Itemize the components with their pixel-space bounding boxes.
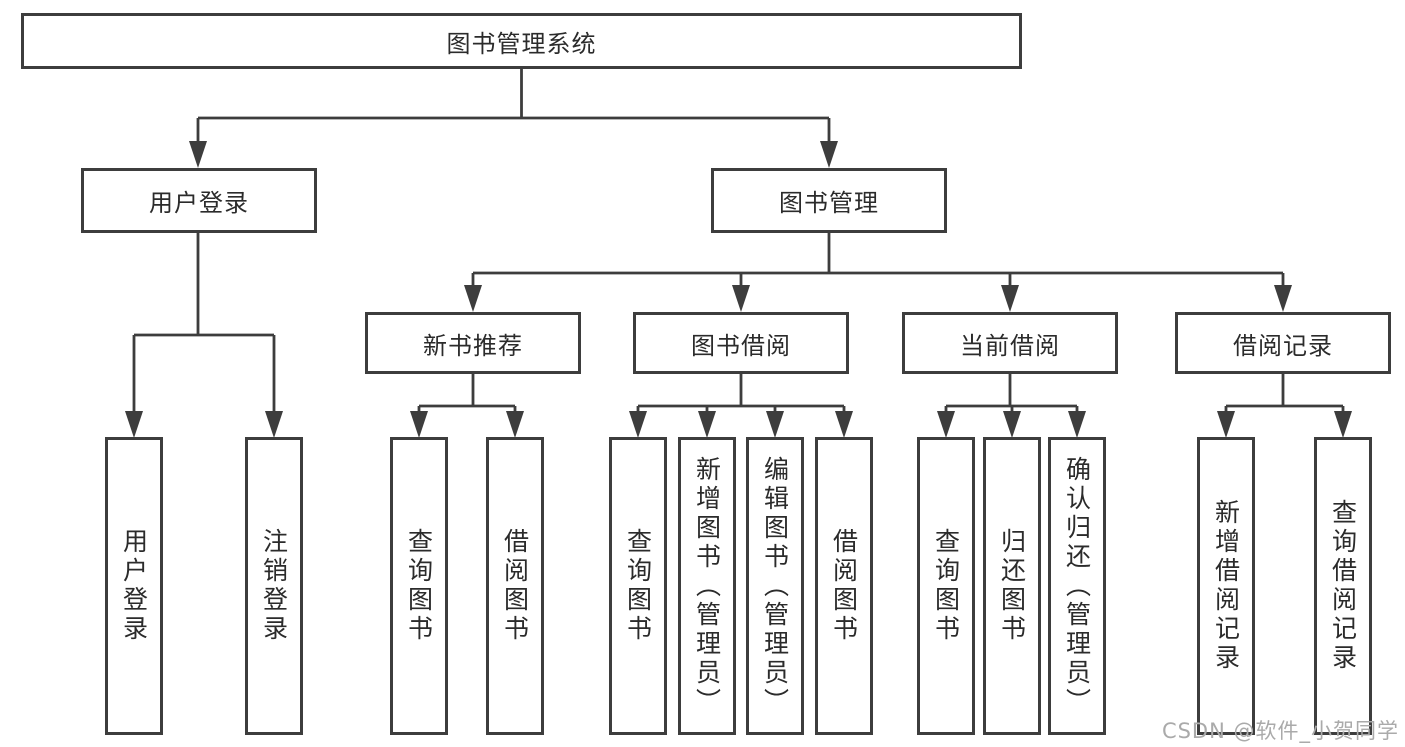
arrowhead (937, 411, 955, 438)
leaf-query-books-recommend: 查询图书 (390, 437, 448, 735)
leaf-confirm-return-admin: 确认归还（管理员） (1048, 437, 1106, 735)
arrowhead (506, 411, 524, 438)
arrowhead (1334, 411, 1352, 438)
arrowhead (766, 411, 784, 438)
leaf-borrow-books: 借阅图书 (815, 437, 873, 735)
arrowhead (835, 411, 853, 438)
leaf-label: 新增借阅记录 (1211, 499, 1241, 673)
connector-new-book-recommend-to-leaves (410, 374, 524, 438)
node-book-borrowing: 图书借阅 (633, 312, 849, 374)
connector-current-borrowing-to-leaves (937, 374, 1086, 438)
arrowhead (1274, 285, 1292, 312)
connector-root-to-level2 (189, 69, 838, 168)
arrowhead (698, 411, 716, 438)
leaf-label: 确认归还（管理员） (1062, 455, 1092, 717)
node-book-management: 图书管理 (711, 168, 947, 233)
arrowhead (820, 141, 838, 168)
leaf-add-borrow-record: 新增借阅记录 (1197, 437, 1255, 735)
leaf-logout: 注销登录 (245, 437, 303, 735)
node-borrowing-records: 借阅记录 (1175, 312, 1391, 374)
arrowhead (1217, 411, 1235, 438)
arrowhead (732, 285, 750, 312)
connector-borrowing-records-to-leaves (1217, 374, 1352, 438)
leaf-label: 查询图书 (931, 528, 961, 644)
arrowhead (265, 411, 283, 438)
arrowhead (464, 285, 482, 312)
connector-book-management-to-level3 (464, 233, 1292, 312)
leaf-query-books-current: 查询图书 (917, 437, 975, 735)
leaf-return-books: 归还图书 (983, 437, 1041, 735)
leaf-label: 借阅图书 (829, 528, 859, 644)
arrowhead (125, 411, 143, 438)
arrowhead (189, 141, 207, 168)
leaf-label: 编辑图书（管理员） (760, 455, 790, 717)
leaf-add-books-admin: 新增图书（管理员） (678, 437, 736, 735)
csdn-watermark: CSDN @软件_小贺同学 (1161, 719, 1399, 743)
leaf-label: 查询借阅记录 (1328, 499, 1358, 673)
connector-user-login-to-leaves (125, 233, 283, 438)
arrowhead (1001, 285, 1019, 312)
leaf-label: 归还图书 (997, 528, 1027, 644)
leaf-user-login: 用户登录 (105, 437, 163, 735)
leaf-label: 注销登录 (259, 528, 289, 644)
leaf-label: 借阅图书 (500, 528, 530, 644)
leaf-query-borrow-record: 查询借阅记录 (1314, 437, 1372, 735)
node-current-borrowing: 当前借阅 (902, 312, 1118, 374)
leaf-label: 查询图书 (623, 528, 653, 644)
leaf-edit-books-admin: 编辑图书（管理员） (746, 437, 804, 735)
arrowhead (629, 411, 647, 438)
leaf-label: 查询图书 (404, 528, 434, 644)
leaf-query-books-borrowing: 查询图书 (609, 437, 667, 735)
leaf-label: 用户登录 (119, 528, 149, 644)
leaf-borrow-books-recommend: 借阅图书 (486, 437, 544, 735)
leaf-label: 新增图书（管理员） (692, 455, 722, 717)
arrowhead (410, 411, 428, 438)
connector-book-borrowing-to-leaves (629, 374, 853, 438)
arrowhead (1068, 411, 1086, 438)
node-library-management-system: 图书管理系统 (21, 13, 1022, 69)
node-new-book-recommend: 新书推荐 (365, 312, 581, 374)
node-user-login: 用户登录 (81, 168, 317, 233)
arrowhead (1003, 411, 1021, 438)
